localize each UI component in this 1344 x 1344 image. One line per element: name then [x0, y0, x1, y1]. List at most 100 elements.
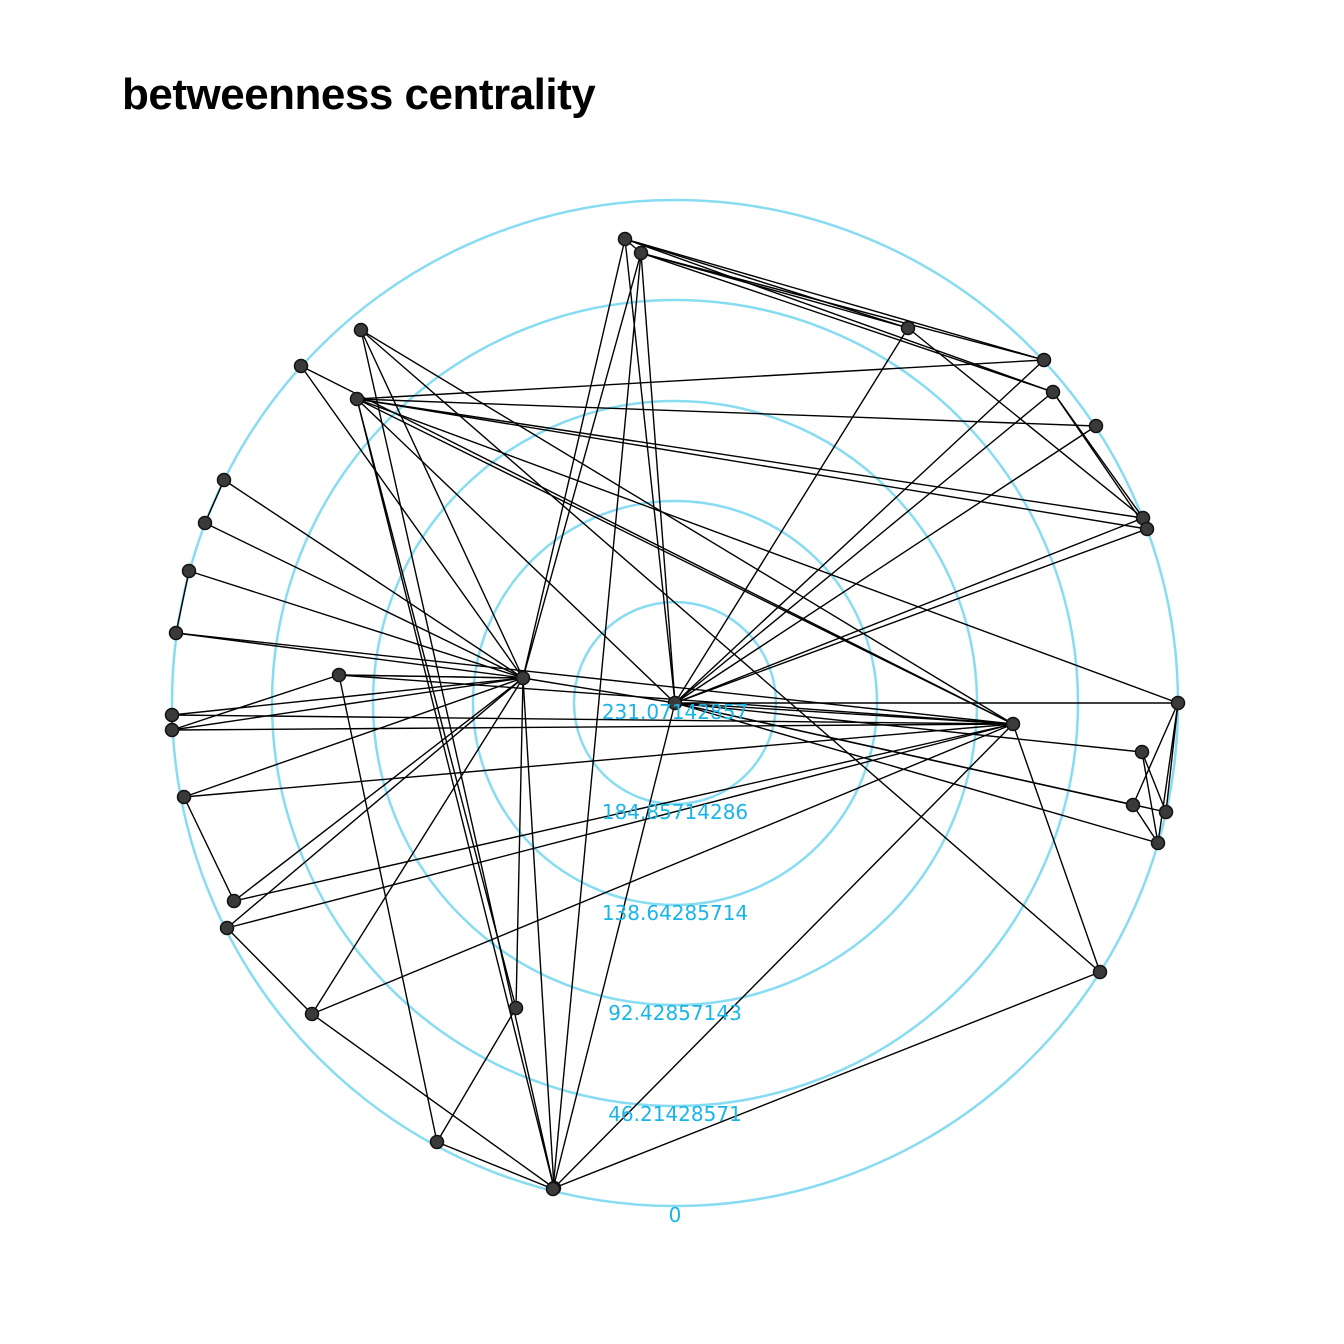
ring-label: 138.64285714: [602, 901, 748, 925]
edge: [1052, 391, 1148, 530]
node-n3: [617, 231, 633, 247]
edge: [183, 796, 235, 902]
edge: [674, 327, 909, 704]
node-n25: [164, 707, 180, 723]
edge: [338, 674, 524, 679]
edge: [522, 677, 555, 1189]
ring-label: 184.85714286: [602, 800, 748, 824]
node-n15: [1158, 804, 1174, 820]
node-n29: [219, 920, 235, 936]
edge: [356, 359, 1045, 400]
edge: [640, 252, 1045, 361]
edge: [640, 252, 1054, 393]
edge: [674, 359, 1045, 704]
node-n7: [1045, 384, 1061, 400]
edge: [223, 479, 524, 679]
edge: [552, 702, 676, 1190]
edge: [311, 1013, 555, 1189]
network-edges: [171, 238, 1179, 1190]
node-n5: [349, 391, 365, 407]
edge: [522, 252, 642, 679]
edge: [436, 1141, 554, 1190]
node-n0: [667, 695, 683, 711]
node-n13: [1134, 744, 1150, 760]
edge: [226, 723, 1014, 929]
ring-labels: 046.2142857192.42857143138.64285714184.8…: [602, 700, 748, 1227]
edge: [360, 329, 1014, 725]
edge: [171, 674, 340, 731]
edge: [360, 329, 555, 1189]
node-n23: [181, 563, 197, 579]
edge: [183, 677, 524, 798]
node-n18: [331, 667, 347, 683]
edge: [522, 677, 676, 704]
edge: [188, 570, 524, 679]
node-n33: [1092, 964, 1108, 980]
edge: [360, 329, 1101, 973]
edge: [175, 632, 1014, 725]
node-n30: [304, 1006, 320, 1022]
edge: [311, 723, 1014, 1015]
edge: [624, 238, 909, 329]
edge: [356, 398, 1097, 427]
edge: [674, 702, 1143, 753]
edge: [624, 238, 1045, 361]
edge: [1132, 702, 1179, 806]
node-n9: [1139, 521, 1155, 537]
node-n27: [176, 789, 192, 805]
edge: [233, 677, 524, 902]
edge: [356, 398, 517, 1009]
edge: [171, 714, 1014, 725]
edge: [356, 398, 555, 1189]
edge: [674, 517, 1144, 704]
edge: [1012, 723, 1101, 973]
node-n20: [293, 358, 309, 374]
node-n2: [1005, 716, 1021, 732]
edge: [674, 528, 1148, 704]
edge: [515, 677, 524, 1009]
ring-label: 92.42857143: [608, 1001, 742, 1025]
node-n16: [1150, 835, 1166, 851]
edge: [1141, 751, 1167, 813]
edge: [171, 677, 524, 731]
edge: [338, 674, 438, 1143]
node-n26: [164, 722, 180, 738]
edge: [1141, 751, 1159, 844]
node-n34: [545, 1181, 561, 1197]
node-n24: [168, 625, 184, 641]
edge: [300, 365, 1014, 725]
edge: [674, 702, 1167, 813]
ring-label: 231.07142857: [602, 700, 748, 724]
node-n28: [226, 893, 242, 909]
node-n10: [1036, 352, 1052, 368]
edge: [553, 971, 1101, 1189]
node-n19: [429, 1134, 445, 1150]
node-n21: [197, 515, 213, 531]
edge: [183, 723, 1014, 798]
node-n32: [353, 322, 369, 338]
edge: [356, 398, 1014, 725]
edge: [674, 391, 1054, 704]
node-n22: [216, 472, 232, 488]
edge: [175, 632, 524, 679]
edge: [226, 677, 524, 929]
edge: [553, 723, 1014, 1189]
edge: [356, 398, 676, 704]
edge: [1157, 702, 1179, 844]
node-n1: [515, 670, 531, 686]
edge: [300, 365, 524, 679]
edge: [436, 1007, 517, 1143]
edge: [1132, 804, 1159, 844]
edge: [624, 238, 676, 704]
node-n6: [900, 320, 916, 336]
node-n4: [633, 245, 649, 261]
edge: [356, 398, 1179, 704]
edge: [171, 723, 1014, 731]
node-n14: [1125, 797, 1141, 813]
edge: [674, 425, 1097, 704]
edge: [624, 238, 1054, 393]
edge: [311, 677, 524, 1015]
edge: [360, 329, 524, 679]
edge: [356, 398, 1144, 519]
